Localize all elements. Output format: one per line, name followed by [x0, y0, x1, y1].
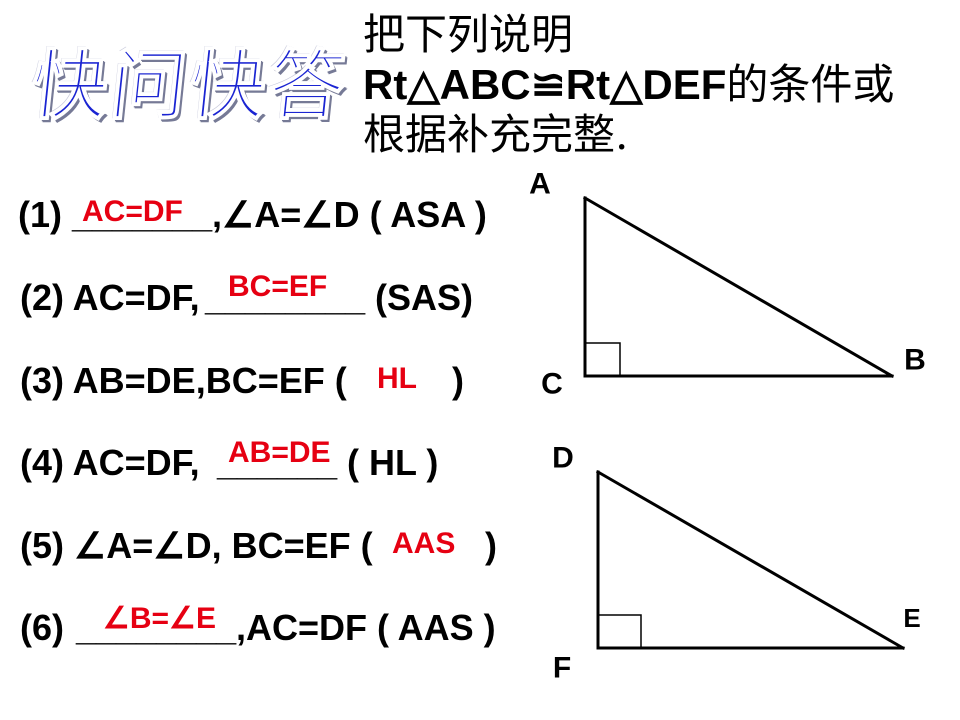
vertex-label-f: F — [553, 652, 571, 685]
question-4: (4) AC=DF, ______ AB=DE ( HL ) — [0, 437, 530, 485]
question-1: (1) _______ AC=DF ,∠A=∠D ( ASA ) — [0, 193, 530, 237]
question-4-prefix: (4) AC=DF, — [20, 442, 200, 483]
question-5: (5) ∠A=∠D, BC=EF ( AAS ) — [0, 524, 530, 568]
instruction-title: 把下列说明 Rt△ABC≌Rt△DEF的条件或 根据补充完整. — [363, 10, 894, 160]
question-3: (3) AB=DE,BC=EF ( HL ) — [0, 359, 530, 403]
question-2-prefix: (2) AC=DF, — [20, 277, 200, 318]
question-3-suffix: ) — [452, 360, 464, 401]
question-6-suffix: ,AC=DF ( AAS ) — [236, 607, 496, 648]
side-ab — [582, 195, 895, 379]
question-6-prefix: (6) — [20, 607, 64, 648]
question-3-answer: HL — [377, 362, 417, 395]
question-6: (6) ________ ∠B=∠E ,AC=DF ( AAS ) — [0, 602, 530, 650]
question-5-answer: AAS — [392, 527, 456, 560]
vertex-label-b: B — [904, 344, 926, 377]
question-6-blank: ________ — [76, 607, 237, 648]
vertex-label-c: C — [541, 368, 563, 401]
side-de — [595, 469, 906, 651]
title-line-2-tail: 的条件或 — [726, 60, 895, 109]
question-5-prefix: (5) ∠A=∠D, BC=EF ( — [20, 525, 373, 566]
triangle-diagram: A B C D E F — [529, 168, 926, 685]
question-6-answer: ∠B=∠E — [103, 602, 216, 635]
question-4-answer: AB=DE — [228, 436, 331, 469]
question-1-answer: AC=DF — [82, 195, 183, 228]
title-line-1: 把下列说明 — [363, 10, 574, 59]
right-angle-mark-f — [597, 614, 642, 649]
question-3-prefix: (3) AB=DE,BC=EF ( — [20, 360, 347, 401]
question-2-blank: ________ — [205, 277, 366, 318]
question-1-suffix: ,∠A=∠D ( ASA ) — [212, 194, 487, 235]
question-1-prefix: (1) — [18, 194, 62, 235]
question-2-answer: BC=EF — [228, 270, 328, 303]
question-1-blank: _______ — [72, 194, 213, 235]
question-5-suffix: ) — [485, 525, 497, 566]
triangle-abc: A B C — [529, 168, 926, 401]
triangle-def: D E F — [552, 442, 921, 685]
title-line-2: Rt△ABC≌Rt△DEF的条件或 — [363, 60, 894, 110]
title-line-3: 根据补充完整. — [363, 110, 629, 159]
vertex-label-a: A — [529, 168, 551, 201]
question-2-suffix: (SAS) — [365, 277, 473, 318]
question-4-blank: ______ — [217, 442, 338, 483]
right-angle-mark-c — [584, 342, 621, 377]
quick-quiz-badge: 快问快答 — [26, 40, 353, 131]
question-4-suffix: ( HL ) — [337, 442, 439, 483]
vertex-label-d: D — [552, 442, 574, 475]
question-2: (2) AC=DF, ________ BC=EF (SAS) — [0, 271, 530, 320]
vertex-label-e: E — [903, 603, 920, 633]
title-formula: Rt△ABC≌Rt△DEF — [363, 61, 727, 108]
